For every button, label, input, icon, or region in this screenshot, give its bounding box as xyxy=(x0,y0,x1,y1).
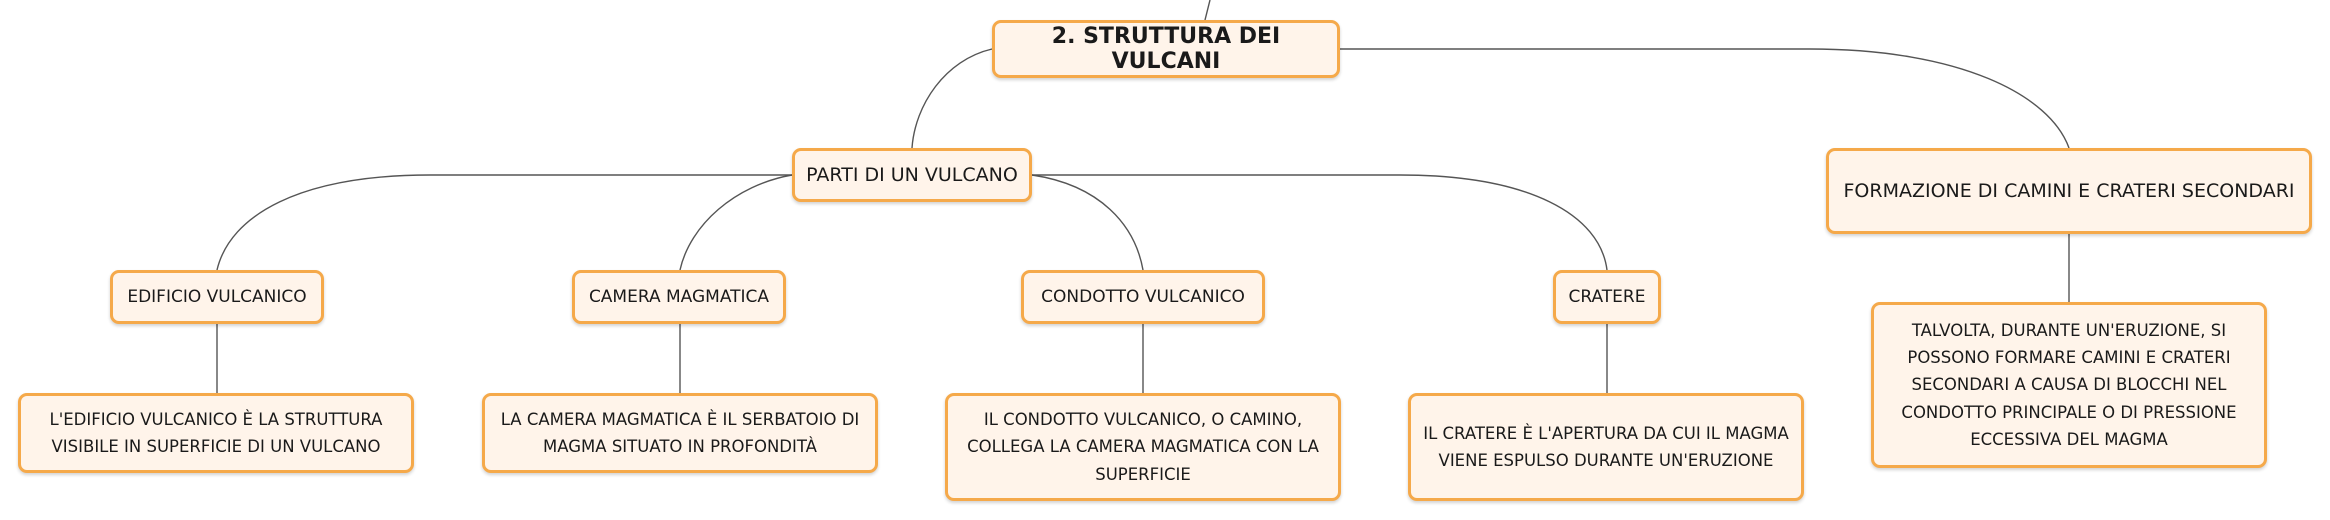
main-topic-secondary-label: FORMAZIONE DI CAMINI E CRATERI SECONDARI xyxy=(1843,180,2295,202)
subtopic-label: CAMERA MAGMATICA xyxy=(588,287,770,307)
description-condotto-node[interactable]: IL CONDOTTO VULCANICO, O CAMINO, COLLEGA… xyxy=(945,393,1341,501)
connector-line xyxy=(679,174,793,271)
subtopic-label: CRATERE xyxy=(1568,287,1646,307)
description-camera-node[interactable]: LA CAMERA MAGMATICA È IL SERBATOIO DI MA… xyxy=(482,393,878,473)
root-topic-node[interactable]: 2. STRUTTURA DEI VULCANI xyxy=(992,20,1340,78)
connector-line xyxy=(911,48,993,149)
description-cratere-node[interactable]: IL CRATERE È L'APERTURA DA CUI IL MAGMA … xyxy=(1408,393,1804,501)
subtopic-condotto-node[interactable]: CONDOTTO VULCANICO xyxy=(1021,270,1265,324)
description-secondary-node[interactable]: TALVOLTA, DURANTE UN'ERUZIONE, SI POSSON… xyxy=(1871,302,2267,468)
subtopic-cratere-node[interactable]: CRATERE xyxy=(1553,270,1661,324)
description-text: IL CRATERE È L'APERTURA DA CUI IL MAGMA … xyxy=(1423,423,1789,470)
root-topic-label: 2. STRUTTURA DEI VULCANI xyxy=(1051,24,1281,74)
connector-line xyxy=(1031,174,1144,271)
subtopic-camera-node[interactable]: CAMERA MAGMATICA xyxy=(572,270,786,324)
main-topic-secondary-node[interactable]: FORMAZIONE DI CAMINI E CRATERI SECONDARI xyxy=(1826,148,2312,234)
subtopic-label: CONDOTTO VULCANICO xyxy=(1041,287,1245,307)
main-topic-parts-node[interactable]: PARTI DI UN VULCANO xyxy=(792,148,1032,202)
connector-line xyxy=(1340,48,2070,149)
subtopic-label: EDIFICIO VULCANICO xyxy=(127,287,307,307)
subtopic-edificio-node[interactable]: EDIFICIO VULCANICO xyxy=(110,270,324,324)
connector-line xyxy=(1032,174,1608,271)
description-text: LA CAMERA MAGMATICA È IL SERBATOIO DI MA… xyxy=(500,409,860,456)
description-text: TALVOLTA, DURANTE UN'ERUZIONE, SI POSSON… xyxy=(1901,320,2237,449)
description-text: IL CONDOTTO VULCANICO, O CAMINO, COLLEGA… xyxy=(967,410,1319,484)
connector-line xyxy=(1204,0,1211,21)
main-topic-parts-label: PARTI DI UN VULCANO xyxy=(806,164,1018,186)
description-edificio-node[interactable]: L'EDIFICIO VULCANICO È LA STRUTTURA VISI… xyxy=(18,393,414,473)
connector-line xyxy=(216,174,792,271)
description-text: L'EDIFICIO VULCANICO È LA STRUTTURA VISI… xyxy=(49,409,383,456)
